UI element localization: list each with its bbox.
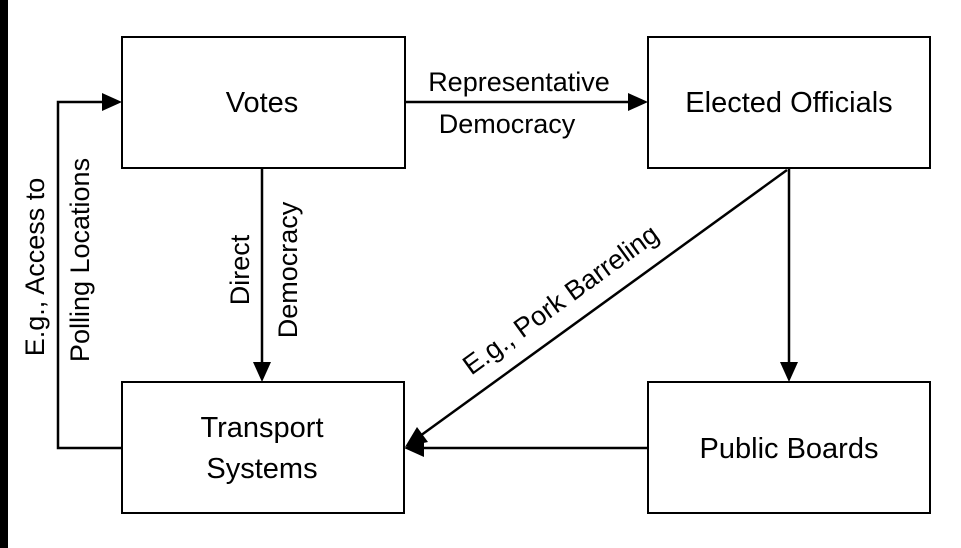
arrowhead-icon: [253, 362, 271, 382]
node-label: Votes: [226, 87, 299, 119]
node-label: Public Boards: [700, 433, 879, 465]
left-edge-strip: [0, 0, 8, 548]
arrowhead-icon: [628, 93, 648, 111]
edge-label-direct: Direct: [225, 234, 255, 305]
node-box: [647, 381, 931, 514]
connector-line: [56, 100, 122, 450]
edge-boards-to-transport: [404, 439, 648, 457]
edge-label-representative: Representative: [428, 67, 610, 97]
edge-polling-access: [56, 93, 122, 450]
edge-representative-democracy: [405, 93, 648, 111]
arrowhead-icon: [780, 362, 798, 382]
edge-label-polling-locations: Polling Locations: [65, 158, 95, 362]
node-elected-officials[interactable]: Elected Officials: [647, 36, 931, 169]
edge-label-pork-barreling: E.g., Pork Barreling: [457, 219, 664, 381]
node-votes[interactable]: Votes: [121, 36, 406, 169]
edge-officials-to-boards: [780, 168, 798, 382]
arrowhead-icon: [102, 93, 122, 111]
edge-label-direct-democracy: Democracy: [273, 201, 303, 338]
node-label: Elected Officials: [685, 87, 892, 119]
edge-direct-democracy: [253, 168, 271, 382]
arrowhead-icon: [404, 439, 424, 457]
node-box: [647, 36, 931, 169]
node-box: [121, 381, 405, 514]
edge-label-access-to: E.g., Access to: [20, 178, 50, 357]
node-box: [121, 36, 406, 169]
connector-line: [419, 168, 788, 438]
node-label-line2: Systems: [206, 453, 317, 485]
node-public-boards[interactable]: Public Boards: [647, 381, 931, 514]
node-label-line1: Transport: [200, 412, 323, 444]
node-transport-systems[interactable]: Transport Systems: [121, 381, 405, 514]
edge-label-democracy: Democracy: [439, 109, 576, 139]
